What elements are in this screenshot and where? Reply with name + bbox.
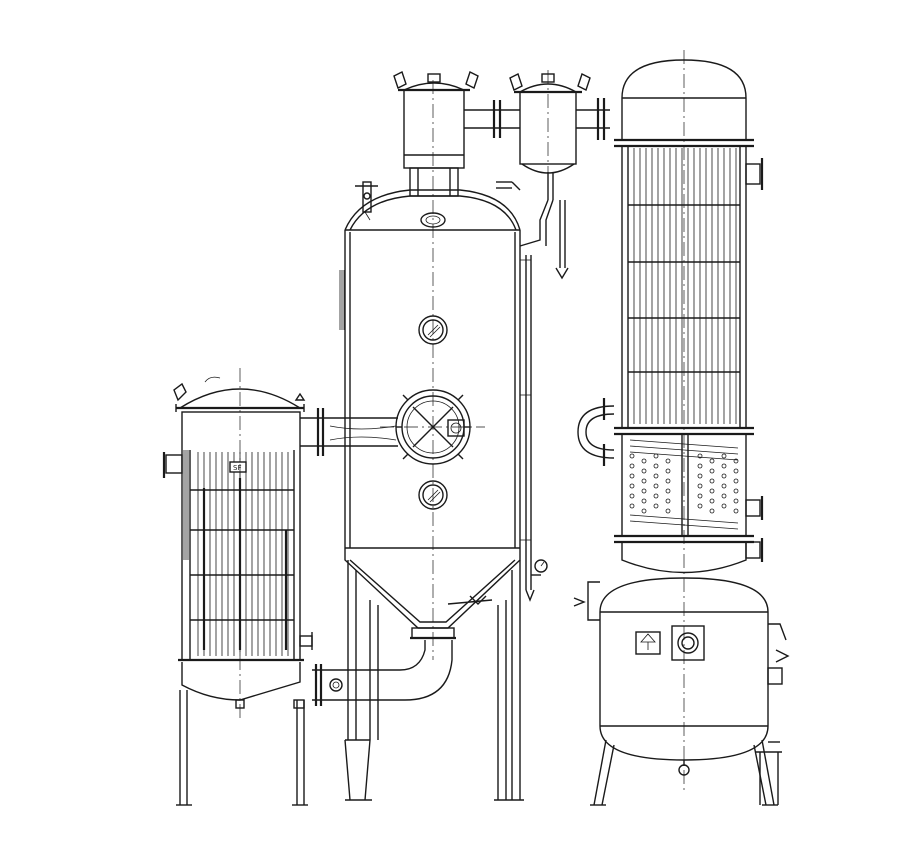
vapor-inlet-pipe — [300, 408, 398, 456]
vapor-crossover-pipe — [464, 100, 520, 138]
condenser-tube-bundle — [628, 148, 740, 424]
right-top-separator — [496, 70, 610, 280]
left-heater-vessel: SF — [162, 368, 313, 806]
left-heater-tube-bundle — [190, 452, 294, 656]
bottom-transfer-pipe — [312, 640, 453, 706]
left-heater-label: SF — [233, 464, 241, 472]
right-condenser-column — [577, 50, 764, 790]
evaporator-level-gauge — [520, 255, 548, 602]
left-heater-hatching — [183, 450, 189, 560]
central-evaporator-vessel — [339, 80, 524, 801]
evaporator-top-separator — [393, 71, 479, 197]
receiver-tank — [573, 577, 790, 806]
evaporator-left-hatching — [339, 270, 345, 330]
condenser-coil-beads — [629, 453, 739, 514]
